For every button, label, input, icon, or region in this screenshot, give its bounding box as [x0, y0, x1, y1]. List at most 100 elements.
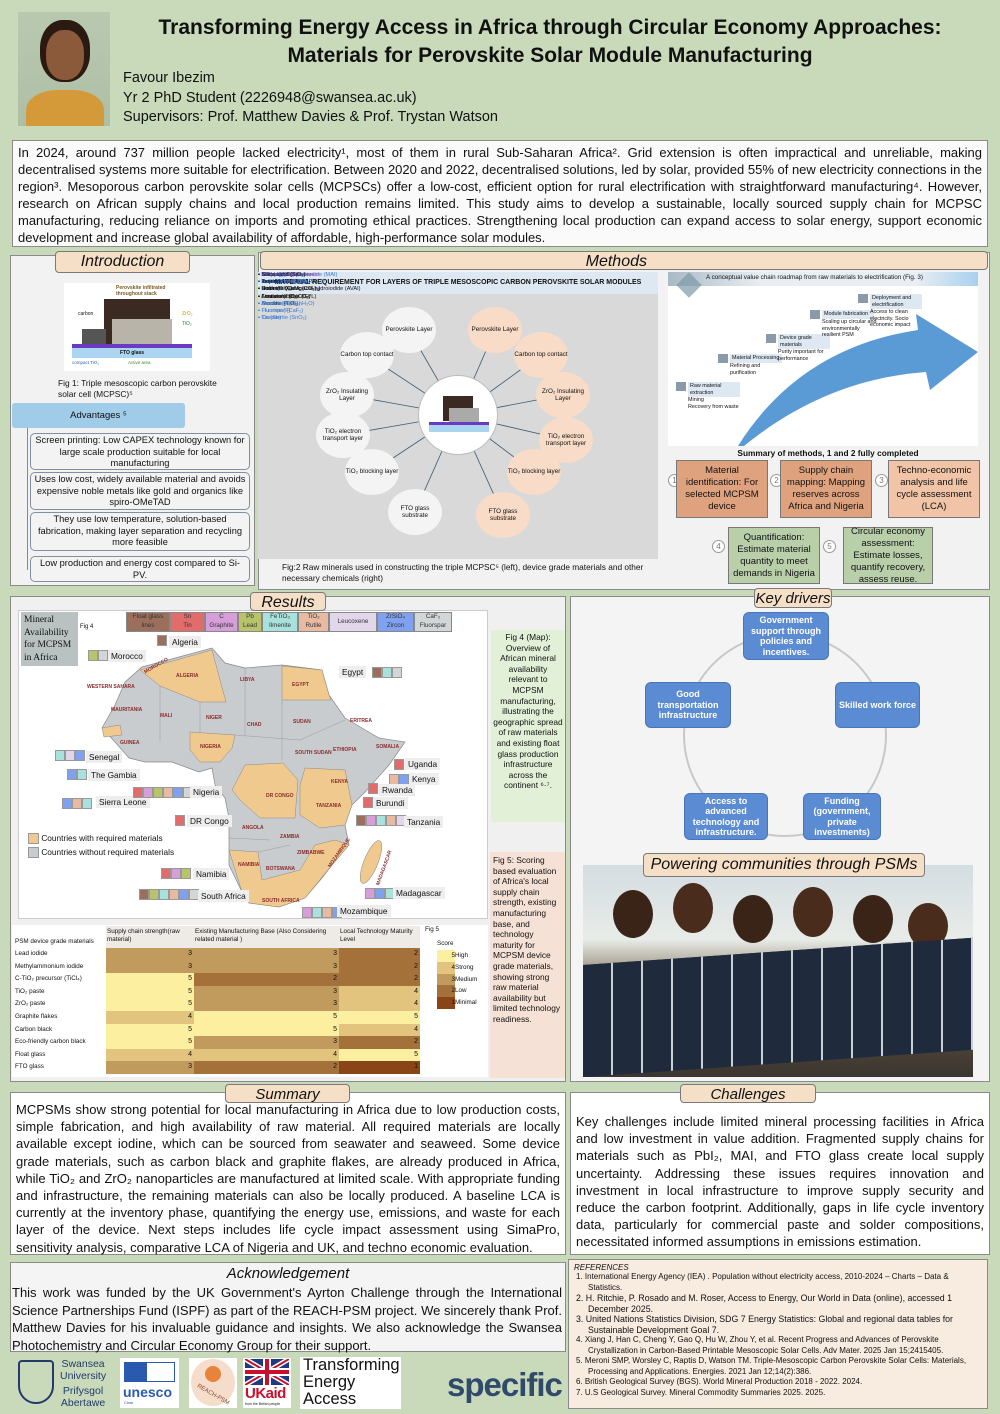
mineral-chip	[368, 783, 378, 794]
advantage-item: Low production and energy cost compared …	[30, 556, 250, 582]
material-item: • Zircon (ZrO₂) paste	[258, 272, 310, 278]
map-country-name: ZIMBABWE	[297, 850, 325, 856]
material-item: • Lead (Pb)	[258, 279, 287, 286]
mineral-chip	[133, 787, 143, 798]
mineral-chip	[375, 888, 385, 899]
mineral-chips	[394, 759, 404, 770]
heatmap-cell: 1	[339, 1061, 420, 1074]
map-country-name: KENYA	[331, 779, 349, 785]
country-label: The Gambia	[88, 769, 140, 781]
heatmap-row-label: FTO glass	[15, 1063, 44, 1071]
heatmap-cell: 3	[106, 1061, 194, 1074]
score-swatch: 2	[437, 985, 455, 998]
stage-title: Material Processing	[730, 354, 782, 363]
legend-with-materials: Countries with required materials	[28, 831, 174, 845]
mineral-symbol: C	[219, 613, 224, 620]
material-list-right: • Zircon (ZrO₂) paste• Solvent• Binder	[258, 272, 309, 294]
layer-ellipse-right: Carbon top contact	[514, 332, 568, 378]
mineral-name: Tin	[183, 621, 192, 629]
mineral-chip	[62, 798, 72, 809]
heatmap-cell: 3	[194, 998, 339, 1011]
fig2-material-requirements: MATERIAL REQUIREMENT FOR LAYERS OF TRIPL…	[258, 272, 658, 559]
material-item: • 5- amino valeric acid hydroiodide (AVA…	[258, 286, 361, 293]
stage-desc: Refining and purification	[730, 363, 761, 376]
value-chain-arrow	[738, 314, 978, 446]
layer-ellipse-left: FTO glass substrate	[388, 489, 442, 535]
country-label: Namibia	[193, 868, 230, 880]
mineral-chips	[67, 769, 87, 780]
mineral-symbol: Pb	[246, 613, 254, 620]
mineral-chip	[72, 798, 82, 809]
map-country-name: NIGERIA	[200, 744, 221, 750]
heatmap-cell: 5	[194, 1011, 339, 1024]
photo-title: Powering communities through PSMs	[643, 853, 925, 877]
map-country-name: SOUTH AFRICA	[262, 898, 300, 904]
region-east-africa	[299, 767, 353, 829]
mineral-chips	[139, 889, 199, 900]
material-item: • Bauxite (Al₂O₃.nH₂O)	[258, 300, 315, 307]
heatmap-cell: 4	[106, 1048, 194, 1062]
mineral-chip	[159, 889, 169, 900]
fig1-caption: Fig 1: Triple mesoscopic carbon perovski…	[58, 378, 217, 399]
heatmap-cell: 5	[106, 973, 194, 986]
heatmap-cell: 5	[339, 1011, 420, 1024]
layer-ellipse-right: ZrO₂ Insulating Layer	[536, 372, 590, 418]
stage-title: Raw material extraction	[688, 382, 740, 398]
heatmap-column-header: Local Technology Maturity Level	[340, 928, 413, 943]
map-country-name: SUDAN	[293, 719, 311, 725]
mineral-chip	[139, 889, 149, 900]
mineral-chips	[157, 635, 167, 646]
region-senegal	[101, 724, 123, 738]
mineral-chip	[163, 787, 173, 798]
summary-heading: Summary	[225, 1084, 350, 1103]
mineral-chip	[312, 907, 322, 918]
heatmap-cell: 4	[339, 998, 420, 1011]
mineral-chip	[67, 769, 77, 780]
tea-logo-line: Energy	[303, 1373, 356, 1391]
fig1-label-active: Active area	[128, 360, 151, 365]
stage-desc: Mining Recovery from waste	[688, 397, 739, 410]
fig1-label-tio2: TiO₂	[182, 321, 192, 327]
map-country-name: ANGOLA	[242, 825, 264, 831]
heatmap-cell: 4	[339, 1023, 420, 1037]
map-country-name: ALGERIA	[176, 673, 199, 679]
score-label: High	[455, 952, 468, 959]
material-item: • Dolomite (CaMg(CO₃)₂)	[258, 286, 321, 293]
material-list-left: • Silica sand (SiO₂)• Trona (Na₃H(CO₃)₂·…	[258, 272, 325, 322]
key-driver-item: Funding (government, private investments…	[803, 793, 881, 840]
material-item: • Rutile (TiO₂)	[258, 286, 293, 293]
mineral-chip	[143, 787, 153, 798]
heatmap-cell: 2	[194, 973, 339, 986]
mineral-chip	[153, 787, 163, 798]
heatmap-header-bg	[106, 926, 420, 948]
stage-icon	[810, 310, 820, 319]
score-swatch: 3	[437, 973, 455, 986]
fig1-label-fto: FTO glass	[72, 348, 192, 358]
material-item: • Solvent	[258, 279, 281, 286]
stage-desc: Purity important for performance	[778, 349, 824, 362]
material-item: • Γ-valerolactone (GVL)	[258, 293, 317, 300]
mineral-name: lines	[141, 621, 155, 629]
methods-heading: Methods	[260, 251, 988, 270]
mineral-chip	[55, 750, 65, 761]
logo-specific: specific	[447, 1366, 563, 1403]
acknowledgement-text: This work was funded by the UK Governmen…	[12, 1285, 562, 1353]
key-driver-item: Access to advanced technology and infras…	[684, 793, 768, 840]
heatmap-row-label: Graphite flakes	[15, 1013, 58, 1020]
legend-with-label: Countries with required materials	[41, 833, 163, 843]
score-swatch: 4	[437, 961, 455, 974]
fig1-label-top: Perovskite infiltrated throughout stack	[116, 285, 166, 297]
step-number: 4	[712, 540, 725, 553]
layer-ellipse-left: Carbon top contact	[340, 332, 394, 378]
country-label: Nigeria	[190, 786, 223, 798]
map-country-name: MALI	[160, 713, 173, 719]
material-list-right: • Silica sand (SiO₂)• Soda ash (Na₂CO₃)•…	[258, 272, 320, 322]
mineral-chip	[386, 815, 396, 826]
mineral-chip	[65, 750, 75, 761]
